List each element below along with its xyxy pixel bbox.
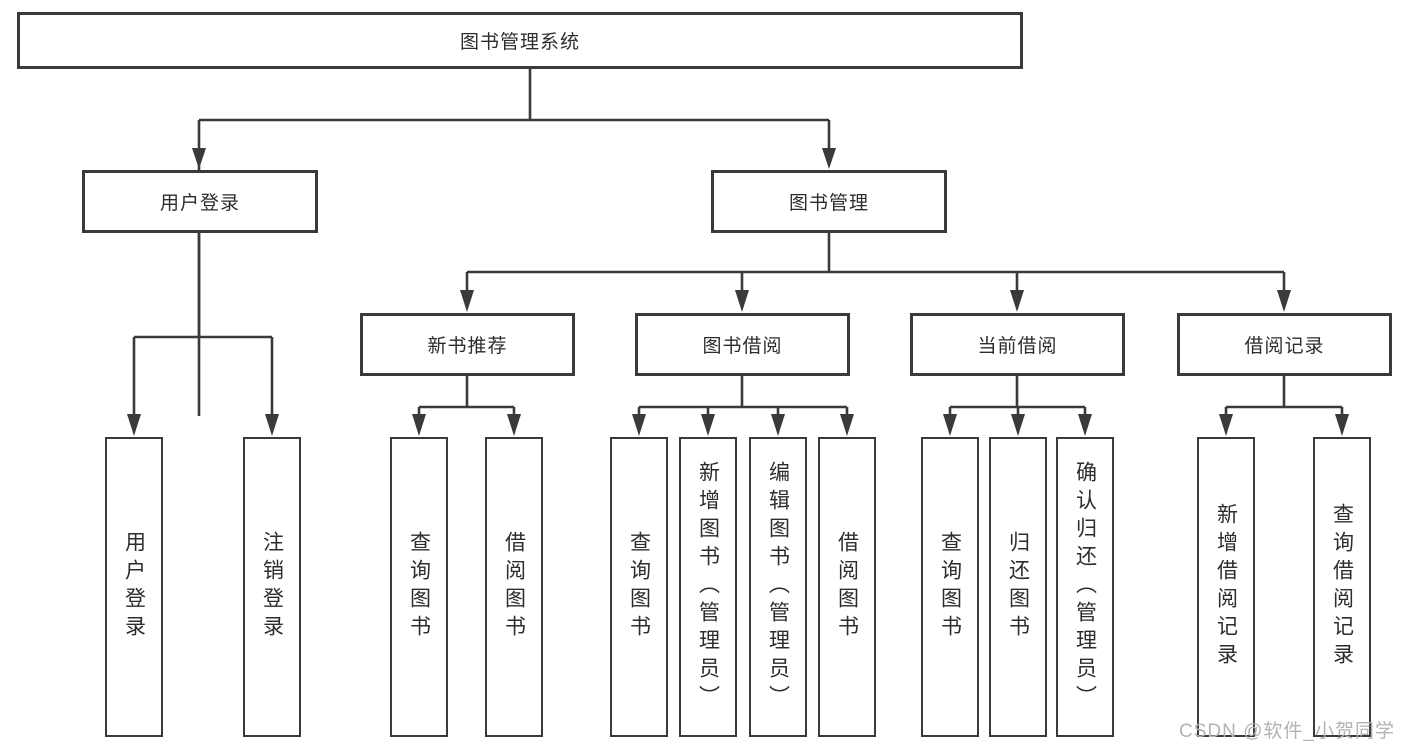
leaf-add-book-admin: 新增图书（管理员） xyxy=(679,437,737,737)
leaf-borrow-book: 借阅图书 xyxy=(818,437,876,737)
leaf-query-book-recommend-label: 查询图书 xyxy=(407,531,431,643)
leaf-logout: 注销登录 xyxy=(243,437,301,737)
leaf-edit-book-admin-label: 编辑图书（管理员） xyxy=(766,461,790,713)
leaf-add-book-admin-label: 新增图书（管理员） xyxy=(696,461,720,713)
connector-userlogin-to-leaves xyxy=(127,233,279,436)
leaf-query-book-borrow: 查询图书 xyxy=(610,437,668,737)
leaf-borrow-book-label: 借阅图书 xyxy=(835,531,859,643)
node-current-borrow-label: 当前借阅 xyxy=(977,336,1058,357)
leaf-return-book: 归还图书 xyxy=(989,437,1047,737)
connector-borrow-to-leaves xyxy=(632,376,854,436)
leaf-add-borrow-record: 新增借阅记录 xyxy=(1197,437,1255,737)
node-book-management: 图书管理 xyxy=(711,170,947,233)
node-borrow-records: 借阅记录 xyxy=(1177,313,1392,376)
leaf-borrow-book-recommend: 借阅图书 xyxy=(485,437,543,737)
leaf-user-login-label: 用户登录 xyxy=(122,531,146,643)
leaf-add-borrow-record-label: 新增借阅记录 xyxy=(1214,503,1238,671)
leaf-return-book-label: 归还图书 xyxy=(1006,531,1030,643)
leaf-edit-book-admin: 编辑图书（管理员） xyxy=(749,437,807,737)
node-new-book-recommend-label: 新书推荐 xyxy=(427,336,508,357)
leaf-query-borrow-record-label: 查询借阅记录 xyxy=(1330,503,1354,671)
leaf-user-login: 用户登录 xyxy=(105,437,163,737)
leaf-query-book-borrow-label: 查询图书 xyxy=(627,531,651,643)
leaf-borrow-book-recommend-label: 借阅图书 xyxy=(502,531,526,643)
connector-bookmgmt-to-level3 xyxy=(460,233,1291,312)
node-new-book-recommend: 新书推荐 xyxy=(360,313,575,376)
csdn-watermark: CSDN @软件_小贺同学 xyxy=(1179,721,1395,742)
leaf-query-book-current-label: 查询图书 xyxy=(938,531,962,643)
connector-current-to-leaves xyxy=(943,376,1092,436)
leaf-confirm-return-admin: 确认归还（管理员） xyxy=(1056,437,1114,737)
node-book-management-label: 图书管理 xyxy=(788,193,869,214)
leaf-query-book-recommend: 查询图书 xyxy=(390,437,448,737)
node-current-borrow: 当前借阅 xyxy=(910,313,1125,376)
leaf-logout-label: 注销登录 xyxy=(260,531,284,643)
leaf-confirm-return-admin-label: 确认归还（管理员） xyxy=(1073,461,1097,713)
connector-root-to-level2 xyxy=(192,69,836,416)
node-root-system: 图书管理系统 xyxy=(17,12,1023,69)
node-user-login-label: 用户登录 xyxy=(159,193,240,214)
node-borrow-records-label: 借阅记录 xyxy=(1244,336,1325,357)
connector-records-to-leaves xyxy=(1219,376,1349,436)
node-root-label: 图书管理系统 xyxy=(459,32,580,53)
leaf-query-borrow-record: 查询借阅记录 xyxy=(1313,437,1371,737)
node-book-borrow: 图书借阅 xyxy=(635,313,850,376)
connector-newbook-to-leaves xyxy=(412,376,521,436)
node-book-borrow-label: 图书借阅 xyxy=(702,336,783,357)
leaf-query-book-current: 查询图书 xyxy=(921,437,979,737)
node-user-login: 用户登录 xyxy=(82,170,318,233)
